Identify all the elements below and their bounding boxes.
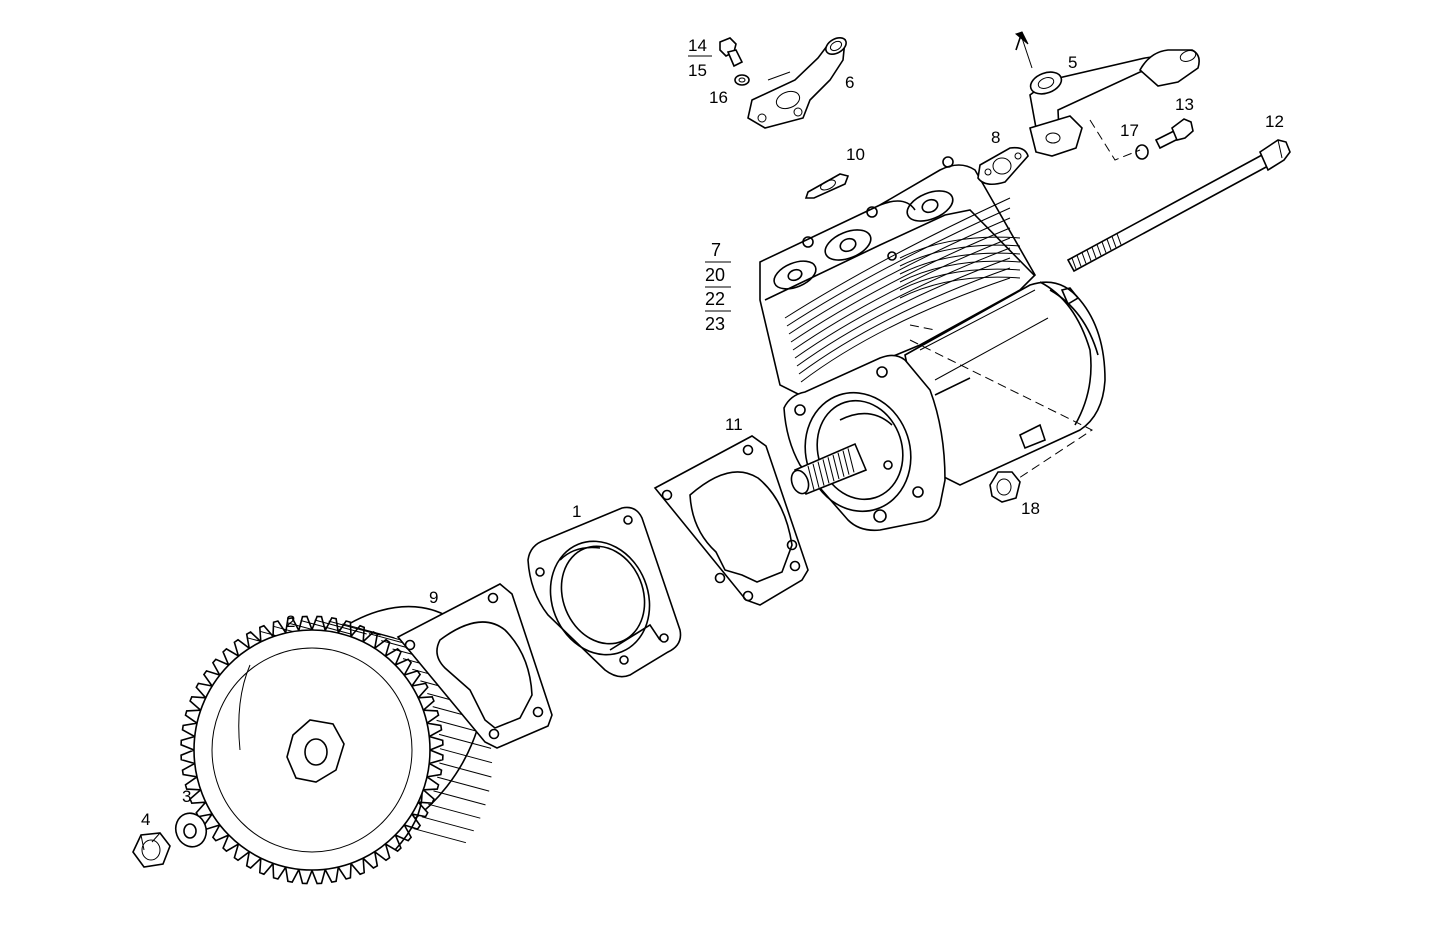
label-part-18: 18 <box>1021 499 1040 518</box>
nut-part-18 <box>989 471 1021 503</box>
label-part-14: 14 <box>688 36 707 55</box>
label-part-22: 22 <box>705 289 725 309</box>
outlet-pipe-part-5 <box>1014 31 1200 157</box>
label-part-6: 6 <box>845 73 854 92</box>
label-part-10: 10 <box>846 145 865 164</box>
label-part-4: 4 <box>141 810 150 829</box>
label-part-13: 13 <box>1175 95 1194 114</box>
long-bolt-thread <box>1071 233 1122 270</box>
screw-part-14-15 <box>719 37 744 68</box>
alignment-lines <box>909 119 1141 481</box>
compressor-body <box>759 156 1106 532</box>
label-part-2: 2 <box>286 612 295 631</box>
washer-part-16 <box>734 74 750 86</box>
label-part-7: 7 <box>711 240 721 260</box>
label-part-1: 1 <box>572 502 581 521</box>
screw-part-13 <box>1154 118 1194 150</box>
label-part-17: 17 <box>1120 121 1139 140</box>
label-part-3: 3 <box>182 787 191 806</box>
stacked-label-14-15: 14 15 <box>688 36 712 80</box>
cooling-fins <box>784 197 1021 383</box>
washer-part-3 <box>174 812 208 848</box>
shaft-thread <box>807 448 855 491</box>
label-part-8: 8 <box>991 128 1000 147</box>
label-part-20: 20 <box>705 265 725 285</box>
gasket-part-11 <box>653 435 809 606</box>
label-part-11: 11 <box>725 415 743 434</box>
gasket-part-9 <box>396 583 553 749</box>
label-part-12: 12 <box>1265 112 1284 131</box>
long-bolt-part-12 <box>1066 139 1291 273</box>
callout-labels: 1 2 3 4 5 6 8 9 10 11 12 13 16 17 18 14 … <box>141 36 1284 829</box>
label-part-9: 9 <box>429 588 438 607</box>
label-part-16: 16 <box>709 88 728 107</box>
label-part-15: 15 <box>688 61 707 80</box>
washer-part-17 <box>1135 144 1149 160</box>
gasket-part-8 <box>977 146 1029 186</box>
gasket-part-10 <box>804 173 850 199</box>
cover-part-1 <box>527 506 682 678</box>
nut-part-4 <box>132 832 171 868</box>
elbow-fitting-part-6 <box>747 37 847 129</box>
label-part-23: 23 <box>705 314 725 334</box>
stacked-label-7-23: 7 20 22 23 <box>705 240 731 334</box>
label-part-5: 5 <box>1068 53 1077 72</box>
